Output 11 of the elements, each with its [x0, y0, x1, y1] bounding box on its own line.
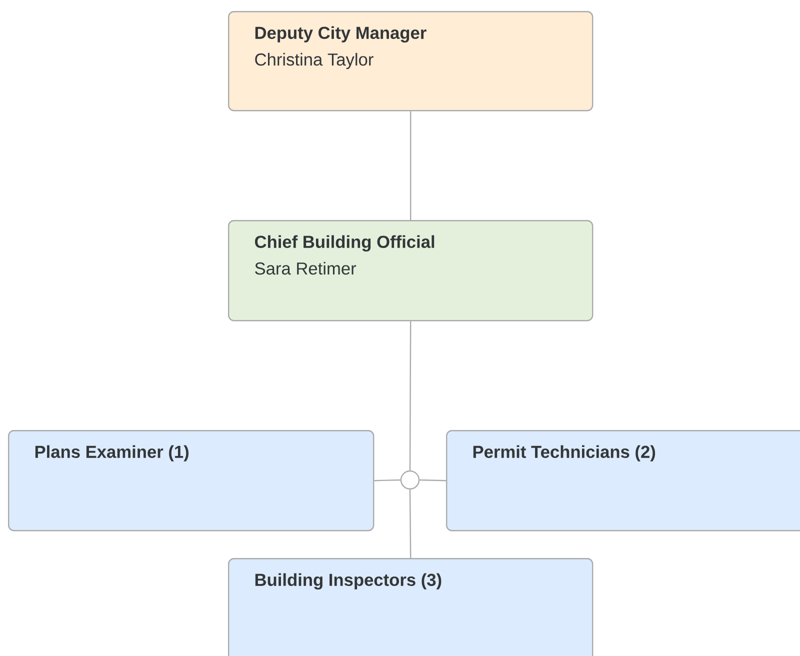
- connector-line: [374, 479, 400, 482]
- connector-line: [410, 111, 412, 220]
- org-box: Chief Building Official Sara Retimer: [228, 220, 594, 322]
- org-box: Plans Examiner (1): [8, 430, 374, 532]
- connector-line: [409, 321, 412, 470]
- junction-circle: [400, 470, 420, 490]
- org-box: Deputy City Manager Christina Taylor: [228, 11, 594, 112]
- org-box: Permit Technicians (2): [446, 430, 800, 532]
- org-box: Building Inspectors (3): [228, 558, 594, 656]
- connector-line: [409, 490, 412, 558]
- connector-line: [420, 479, 446, 482]
